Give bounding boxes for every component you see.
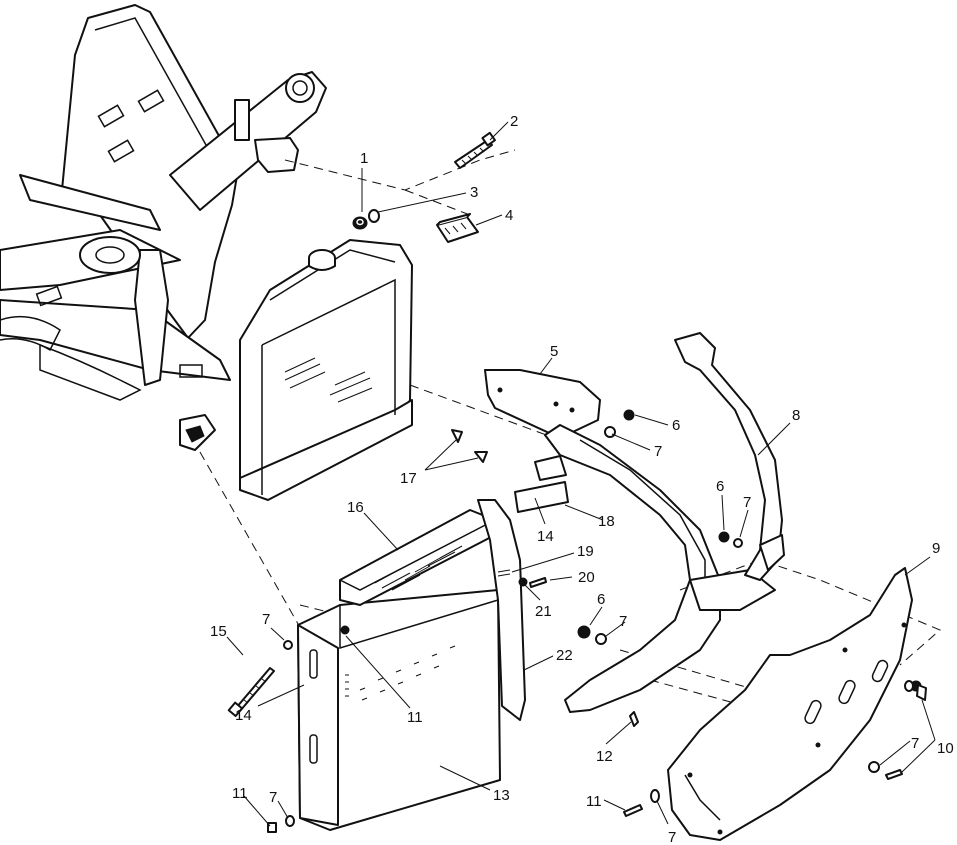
callout-6: 6 (716, 478, 724, 495)
callout-2: 2 (510, 113, 518, 130)
callout-7: 7 (269, 789, 277, 806)
callout-20: 20 (578, 569, 595, 586)
callout-10: 10 (937, 740, 954, 757)
skid-plate-9 (667, 567, 913, 841)
callout-7: 7 (743, 494, 751, 511)
callout-labels: 1 2 3 4 5 6 7 8 17 6 7 9 14 18 16 19 20 … (210, 113, 954, 845)
callout-6: 6 (597, 591, 605, 608)
shroud-plate-5 (484, 369, 601, 439)
nut-1 (352, 216, 368, 230)
callout-9: 9 (932, 540, 940, 557)
callout-11: 11 (586, 793, 602, 810)
hardware-nuts-washers (283, 409, 922, 827)
push-rivets-17 (451, 429, 488, 463)
radiator (239, 239, 413, 501)
callout-18: 18 (598, 513, 615, 530)
callout-7: 7 (619, 613, 627, 630)
bolts (227, 569, 927, 833)
callout-7: 7 (262, 611, 270, 628)
bracket-18 (514, 455, 569, 513)
callout-1: 1 (360, 150, 368, 167)
callout-16: 16 (347, 499, 364, 516)
support-brace-8 (674, 332, 785, 581)
bumper-tube (544, 424, 776, 713)
callout-8: 8 (792, 407, 800, 424)
callout-13: 13 (493, 787, 510, 804)
callout-6: 6 (672, 417, 680, 434)
callout-11: 11 (232, 785, 248, 802)
spacer-4 (436, 213, 479, 243)
callout-3: 3 (470, 184, 478, 201)
callout-7: 7 (911, 735, 919, 752)
callout-14: 14 (235, 707, 252, 724)
side-panel-22 (477, 499, 526, 721)
top-panel-16 (339, 509, 496, 606)
callout-21: 21 (535, 603, 552, 620)
bolt-2 (454, 131, 496, 169)
callout-15: 15 (210, 623, 227, 640)
callout-4: 4 (505, 207, 513, 224)
callout-7: 7 (668, 829, 676, 845)
guard-housing-13 (297, 589, 501, 831)
callout-19: 19 (577, 543, 594, 560)
callout-11: 11 (407, 709, 423, 726)
callout-22: 22 (556, 647, 573, 664)
vehicle-frame (0, 4, 327, 451)
washer-3 (368, 209, 380, 223)
callout-17: 17 (400, 470, 417, 487)
callout-12: 12 (596, 748, 613, 765)
callout-14: 14 (537, 528, 554, 545)
callout-leaders (226, 121, 936, 827)
callout-5: 5 (550, 343, 558, 360)
callout-7: 7 (654, 443, 662, 460)
